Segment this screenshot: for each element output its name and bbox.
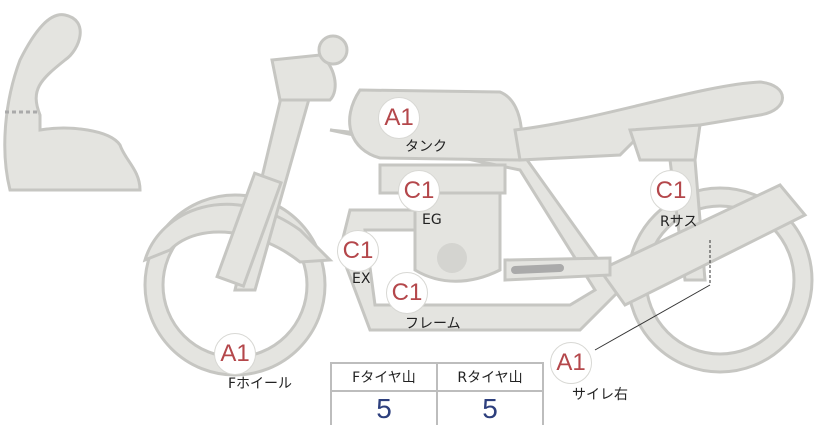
grade-badge-frame: C1 <box>386 272 428 314</box>
header-rear-tire: Rタイヤ山 <box>436 362 544 392</box>
grade-badge-rear-suspension: C1 <box>650 170 692 212</box>
grade-badge-muffler-right: A1 <box>550 342 592 384</box>
value-front-tire: 5 <box>330 390 438 425</box>
mirror <box>317 34 349 66</box>
grade-badge-tank: A1 <box>378 97 420 139</box>
grade-badge-engine: C1 <box>398 170 440 212</box>
header-front-tire: Fタイヤ山 <box>330 362 438 392</box>
engine <box>413 191 502 283</box>
label-muffler-right: サイレ右 <box>572 387 628 403</box>
label-frame: フレーム <box>405 316 461 332</box>
cowl-part <box>3 13 142 192</box>
grade-badge-front-wheel: A1 <box>214 333 256 375</box>
label-exhaust: EX <box>352 271 371 287</box>
airbox <box>378 163 507 195</box>
label-rear-suspension: Rサス <box>660 214 698 230</box>
label-tank: タンク <box>405 139 447 155</box>
seat <box>513 80 784 162</box>
leader-line <box>594 284 711 351</box>
label-engine: EG <box>422 212 442 228</box>
side-cover <box>627 123 702 162</box>
muffler <box>597 183 808 307</box>
grade-badge-exhaust: C1 <box>337 230 379 272</box>
value-rear-tire: 5 <box>436 390 544 425</box>
label-front-wheel: Fホイール <box>228 376 293 392</box>
fork-cover <box>215 171 283 289</box>
